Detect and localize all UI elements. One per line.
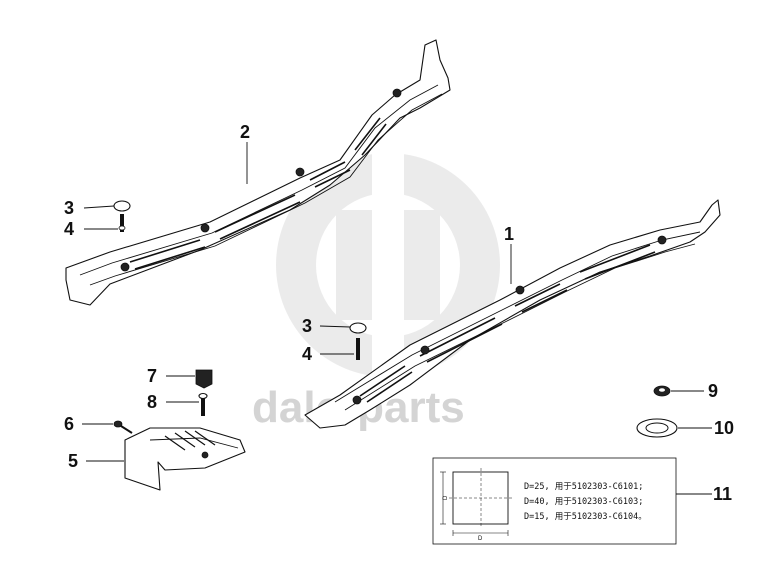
part-4-bolt-upper: [118, 214, 126, 232]
dim-label-vertical: D: [443, 495, 449, 500]
part-8-bolt: [198, 392, 208, 416]
callout-4-upper: 4: [64, 219, 118, 239]
note-box: D D D=25, 用于5102303-C6101; D=40, 用于51023…: [432, 457, 677, 545]
note-line-1: D=25, 用于5102303-C6101;: [524, 482, 643, 492]
callout-2: 2: [240, 122, 250, 184]
callout-3-lower: 3: [302, 316, 351, 336]
svg-text:9: 9: [708, 381, 718, 401]
svg-text:1: 1: [504, 224, 514, 244]
part-4-bolt-lower: [356, 338, 360, 360]
watermark-logo: [276, 150, 500, 380]
callout-4-lower: 4: [302, 344, 354, 364]
part-9-nut: [653, 385, 671, 397]
callout-7: 7: [147, 366, 195, 386]
part-3-plug-upper: [113, 200, 131, 212]
svg-text:11: 11: [713, 484, 732, 504]
part-1-sill-rail: [304, 199, 721, 429]
part-5-bracket: [124, 427, 246, 491]
callout-10: 10: [678, 418, 734, 438]
svg-text:4: 4: [64, 219, 74, 239]
svg-text:3: 3: [302, 316, 312, 336]
part-3-plug-lower: [349, 322, 367, 334]
svg-text:8: 8: [147, 392, 157, 412]
note-line-2: D=40, 用于5102303-C6103;: [524, 497, 643, 507]
svg-text:2: 2: [240, 122, 250, 142]
callout-8: 8: [147, 392, 199, 412]
callout-5: 5: [68, 451, 124, 471]
part-2-sill-rail: [65, 39, 451, 306]
svg-text:7: 7: [147, 366, 157, 386]
part-7-clip: [195, 369, 213, 389]
note-line-3: D=15, 用于5102303-C6104。: [524, 512, 647, 522]
callout-11: 11: [676, 484, 732, 504]
part-6-screw: [113, 420, 133, 434]
callout-6: 6: [64, 414, 113, 434]
callout-3-upper: 3: [64, 198, 115, 218]
part-10-washer: [636, 418, 678, 438]
dim-label-horizontal: D: [478, 536, 483, 542]
svg-text:5: 5: [68, 451, 78, 471]
callout-9: 9: [671, 381, 718, 401]
svg-text:3: 3: [64, 198, 74, 218]
svg-text:10: 10: [714, 418, 734, 438]
svg-text:4: 4: [302, 344, 312, 364]
callout-1: 1: [504, 224, 514, 284]
svg-text:6: 6: [64, 414, 74, 434]
